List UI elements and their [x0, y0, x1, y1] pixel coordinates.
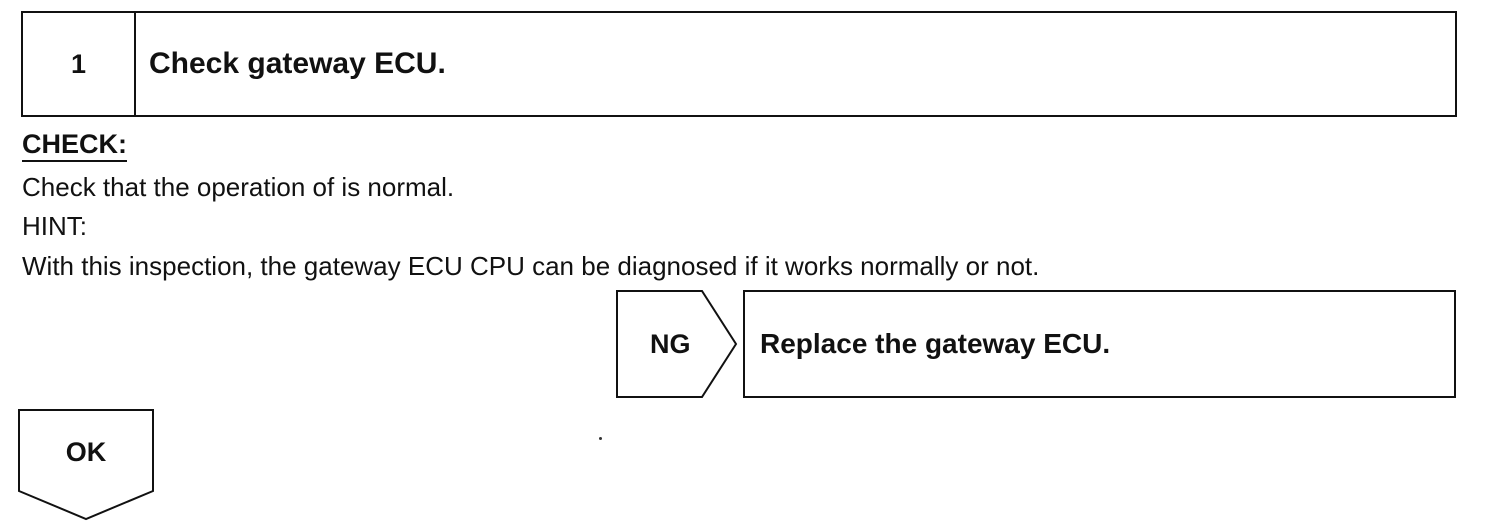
step-number: 1 [23, 13, 136, 115]
ng-label: NG [650, 328, 691, 359]
ok-arrow-shape [18, 409, 154, 521]
ok-arrow: OK [18, 409, 158, 521]
check-heading: CHECK: [22, 128, 127, 162]
ng-action-text: Replace the gateway ECU. [760, 328, 1111, 359]
hint-label: HINT: [22, 211, 87, 241]
scan-speck [599, 437, 602, 440]
ng-action-box: Replace the gateway ECU. [743, 290, 1456, 398]
check-instruction: Check that the operation of is normal. [22, 172, 455, 202]
ok-label: OK [65, 437, 107, 467]
hint-text: With this inspection, the gateway ECU CP… [22, 251, 1040, 281]
ng-arrow: NG [616, 290, 740, 398]
ng-arrow-shape [616, 290, 738, 398]
step-header: 1 Check gateway ECU. [21, 11, 1457, 117]
step-title: Check gateway ECU. [149, 47, 446, 80]
